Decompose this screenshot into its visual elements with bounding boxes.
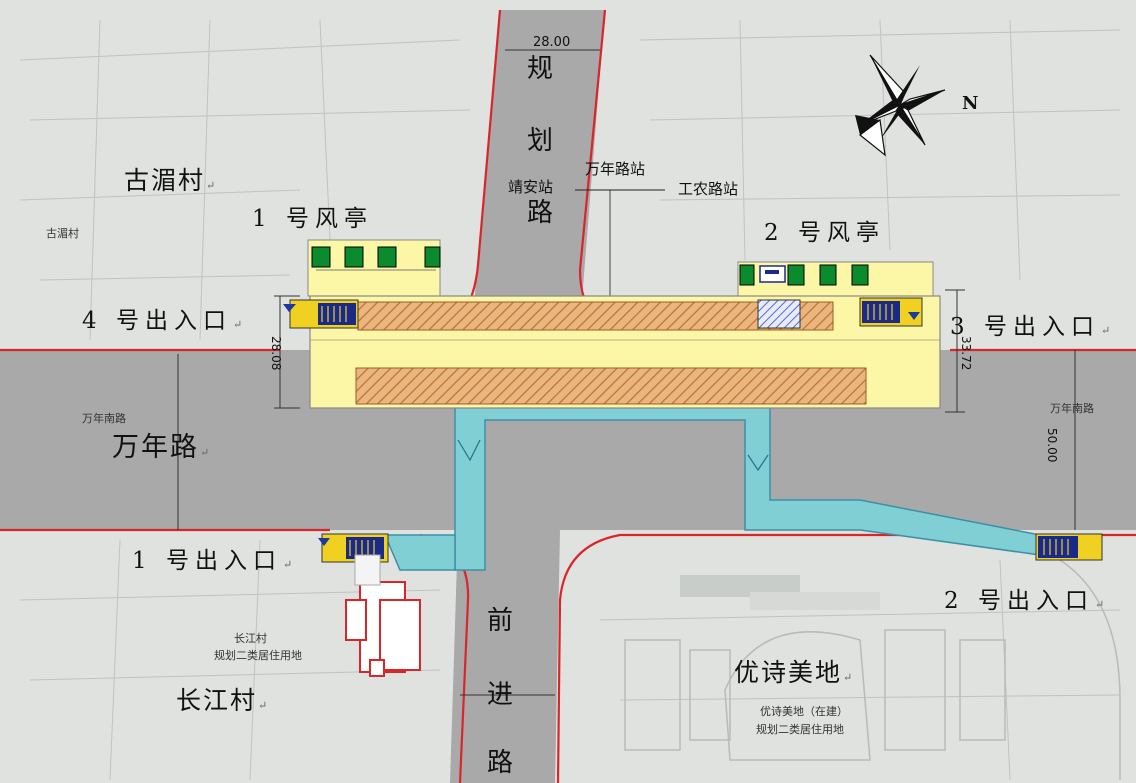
youshi-note: 规划二类居住用地: [756, 723, 844, 736]
vent-1-label: 1 号风亭: [252, 206, 373, 232]
estate-youshi-label: 优诗美地↵: [734, 658, 855, 687]
guihua-road-char-3: 路: [526, 198, 553, 228]
left-width: 28.08: [269, 336, 283, 371]
platform-upper: [357, 301, 834, 331]
qianjin-road-char-2: 进: [486, 680, 513, 710]
platform-lower: [355, 367, 867, 405]
compass-icon: [855, 54, 946, 157]
dashed-lots: [680, 575, 880, 610]
guihua-road-char-2: 划: [526, 126, 553, 156]
equipment-room: [757, 299, 801, 329]
wannian-nanlu-right: 万年南路: [1050, 402, 1094, 415]
station-gongnong-label: 工农路站: [678, 180, 739, 198]
gumei-small-label: 古湄村: [46, 227, 79, 240]
exit-3-label: 3 号出入口↵: [950, 314, 1117, 340]
vent-2-shafts: [739, 264, 869, 286]
station-wannian-label: 万年路站: [585, 160, 646, 178]
youshi-small-label: 优诗美地（在建）: [760, 705, 848, 718]
right-width: 33.72: [959, 336, 973, 371]
passage-exit-1: [383, 534, 456, 571]
dimension-lines: [177, 49, 1076, 696]
village-changjiang-label: 长江村↵: [176, 686, 270, 715]
wannian-nanlu-left: 万年南路: [82, 412, 126, 425]
qianjin-road-char-1: 前: [486, 606, 513, 636]
exit-2-structure: [1035, 533, 1103, 561]
vent-2-label: 2 号风亭: [764, 220, 885, 246]
changjiang-note: 规划二类居住用地: [214, 649, 302, 662]
building-near-exit-1: [345, 581, 421, 677]
station-jingan-label: 靖安站: [508, 178, 554, 196]
top-road-width: 28.00: [533, 35, 571, 50]
qianjin-road-char-3: 路: [486, 748, 513, 778]
exit-1-label: 1 号出入口↵: [132, 548, 299, 574]
underground-passage: [454, 404, 1041, 571]
exit-4-structure: [283, 299, 359, 329]
wannian-road-label: 万年路↵: [112, 432, 212, 463]
guihua-road-area: [470, 10, 605, 350]
residential-blocks: [624, 559, 1121, 780]
vent-1-shafts: [311, 246, 441, 268]
road-width-right: 50.00: [1045, 428, 1059, 463]
exit-2-label: 2 号出入口↵: [944, 588, 1111, 614]
exit-4-label: 4 号出入口↵: [82, 308, 249, 334]
changjiang-small-label: 长江村: [234, 632, 267, 645]
qianjin-road-area: [450, 530, 560, 783]
compass-north-label: N: [962, 93, 979, 114]
village-gumei-label: 古湄村↵: [124, 166, 218, 195]
guihua-road-char-1: 规: [526, 54, 553, 84]
parcel-lines: [19, 19, 1121, 781]
exit-3-structure: [859, 297, 923, 327]
